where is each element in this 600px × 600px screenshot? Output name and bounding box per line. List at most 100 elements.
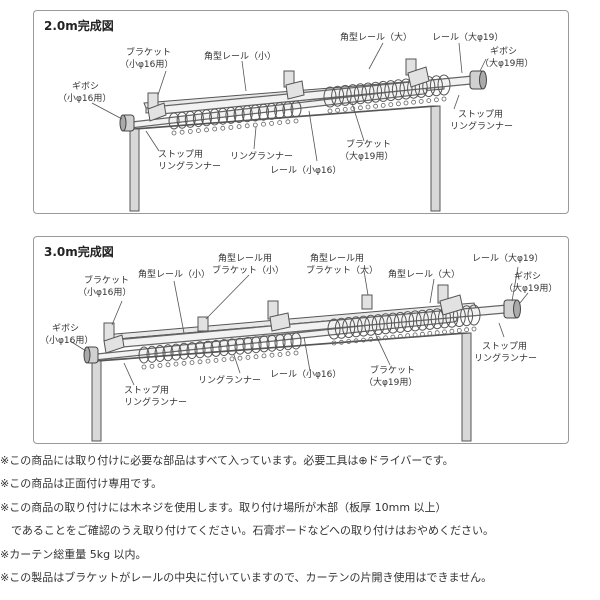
label-bracket-small-1: ブラケット (126, 46, 171, 58)
ring-hook (433, 97, 439, 103)
ring-runner (209, 108, 221, 126)
label-sq-bracket-small-2: ブラケット（小） (212, 264, 284, 276)
square-rail-bracket-small (197, 316, 209, 332)
ring-runner (386, 312, 400, 334)
ring-runner (460, 305, 474, 327)
ring-runner (192, 110, 204, 128)
label-finial-small-2: （小φ16用） (40, 335, 93, 346)
ring-hook (397, 334, 403, 339)
ring-hook (197, 359, 203, 365)
ring-hook (179, 129, 185, 135)
ring-runners-group (138, 304, 481, 370)
ring-hook (471, 326, 477, 332)
ring-hook (237, 355, 243, 361)
label-bracket-small-1: ブラケット (84, 274, 129, 286)
ring-runner (290, 100, 302, 118)
note-line: ※カーテン総重量 5kg 以内。 (0, 548, 147, 561)
label-finial-small-2: （小φ16用） (58, 93, 111, 104)
label-stop-ring-left-1: ストップ用 (158, 149, 203, 160)
ring-hook (342, 107, 348, 112)
leader-lines (69, 266, 529, 386)
note-line: ※この商品は正面付け専用です。 (0, 477, 163, 490)
ring-hook (449, 328, 455, 334)
ring-runner (241, 105, 253, 123)
ring-hook (361, 337, 366, 343)
ring-runner (379, 313, 393, 335)
diagram-2m-title: 2.0m完成図 (44, 19, 114, 33)
ring-hook (228, 125, 234, 130)
label-stop-ring-left-1: ストップ用 (124, 385, 169, 396)
ring-runner (349, 316, 363, 338)
label-bracket-large-2: （大φ19用） (340, 150, 393, 162)
ring-runner (415, 309, 429, 331)
ring-hook (373, 103, 379, 109)
ring-hook (285, 119, 291, 125)
bracket-small-left (147, 92, 167, 122)
ring-runner (422, 76, 436, 98)
ring-runner (437, 74, 451, 96)
ring-hook (338, 339, 344, 345)
label-stop-ring-right-2: リングランナー (450, 120, 513, 132)
ring-runner (266, 334, 278, 352)
diagram-3m-title: 3.0m完成図 (44, 245, 114, 259)
ring-runner (186, 342, 198, 360)
ring-hook (327, 108, 333, 114)
label-square-rail-small: 角型レール（小） (138, 268, 210, 280)
ring-runner (393, 311, 407, 333)
diagram-2m-illustration: ブラケット （小φ16用） 角型レール（小） 角型レール（大） レール（大φ19… (58, 31, 533, 212)
ring-hook (229, 356, 235, 362)
window-frame (129, 105, 441, 212)
ring-runner (282, 333, 294, 351)
label-rail-large: レール（大φ19） (472, 252, 543, 264)
ring-runner (323, 86, 337, 108)
ring-hook (365, 104, 371, 110)
note-line: ※この商品の取り付けには木ネジを使用します。取り付け場所が木部（板厚 10mm … (0, 501, 447, 514)
ring-hook (189, 360, 195, 365)
label-bracket-large-1: ブラケット (370, 364, 415, 376)
ring-hook (212, 126, 218, 132)
label-rail-large: レール（大φ19） (432, 31, 503, 43)
ring-hook (236, 124, 242, 129)
ring-runner (194, 341, 206, 359)
ring-hook (353, 338, 359, 344)
ring-hook (441, 96, 447, 102)
ring-runner (391, 79, 405, 101)
ring-hook (426, 98, 432, 103)
ring-runner (290, 332, 302, 350)
ring-runner (242, 336, 254, 354)
ring-hook (204, 127, 209, 133)
bracket-center (283, 70, 305, 100)
ring-hook (464, 327, 470, 333)
ring-hook (383, 335, 389, 341)
ring-hook (181, 360, 187, 366)
ring-runner (408, 310, 422, 332)
label-square-rail-large: 角型レール（大） (388, 268, 460, 280)
ring-runner (170, 343, 182, 361)
ring-runner (168, 112, 180, 130)
ring-runner (274, 102, 286, 120)
ring-runner (138, 346, 150, 364)
label-sq-bracket-large-1: 角型レール用 (310, 252, 364, 264)
ring-runner (249, 104, 261, 122)
ring-hook (346, 339, 352, 344)
ring-runner (233, 106, 245, 124)
label-finial-small-1: ギボシ (72, 81, 99, 92)
ring-hook (388, 102, 394, 107)
ring-hook (157, 363, 163, 368)
ring-hook (220, 125, 226, 131)
finial-small (119, 114, 135, 132)
ring-runner (364, 314, 378, 336)
bracket-center (267, 300, 291, 332)
bracket-large-right (437, 284, 464, 316)
diagram-3m-illustration: ブラケット （小φ16用） 角型レール（小） 角型レール用 ブラケット（小） 角… (40, 252, 557, 442)
ring-runner (258, 335, 270, 353)
leader-lines (91, 42, 487, 162)
label-square-rail-small: 角型レール（小） (204, 50, 276, 62)
label-stop-ring-left-2: リングランナー (124, 396, 187, 408)
label-finial-large-2: （大φ19用） (504, 282, 557, 294)
ring-runner (274, 334, 286, 351)
ring-runner (225, 106, 237, 124)
label-bracket-small-2: （小φ16用） (120, 59, 173, 70)
ring-runner (338, 84, 352, 106)
ring-runner (217, 107, 229, 125)
